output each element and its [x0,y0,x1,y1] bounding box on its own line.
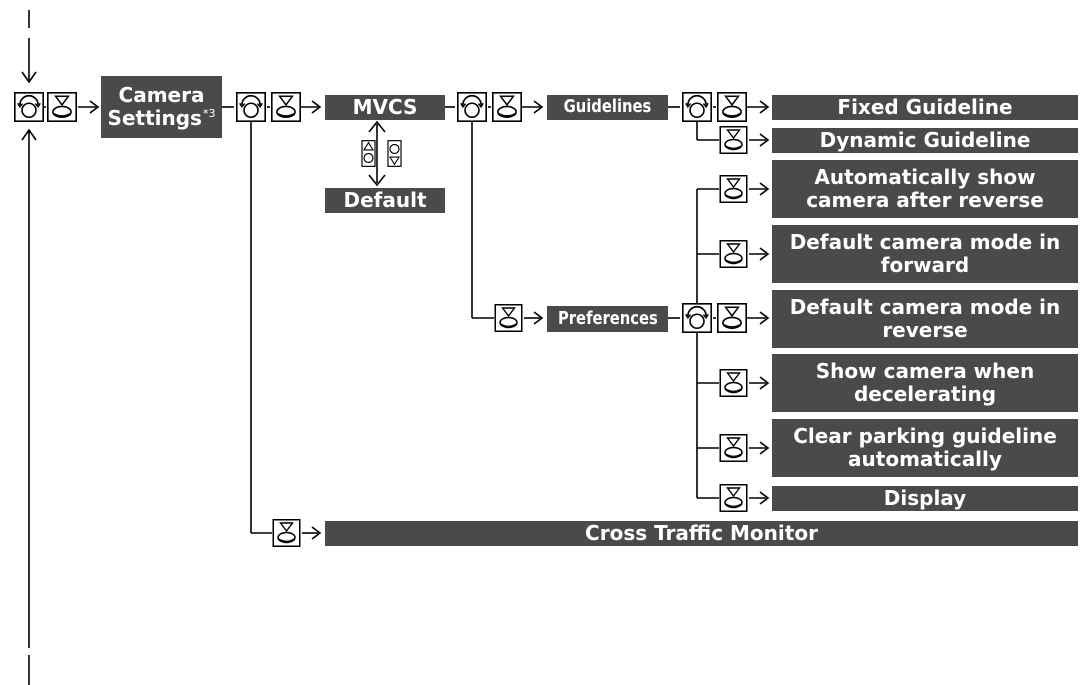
pref-auto-show-box: Automatically show camera after reverse [772,160,1078,218]
preferences-label: Preferences [557,307,658,329]
camera-settings-box: Camera Settings*3 [101,76,222,138]
press-knob-icon [717,303,747,333]
pref-decelerating-line2: decelerating [853,382,997,406]
press-knob-icon [719,175,748,203]
rotate-knob-icon [14,92,44,122]
press-knob-icon [719,369,748,397]
press-knob-icon [719,240,748,268]
footnote-marker: *3 [202,107,216,121]
press-knob-icon [719,484,748,512]
pref-default-reverse-line2: reverse [882,318,968,342]
pref-default-reverse-line1: Default camera mode in [789,295,1061,319]
press-knob-icon [717,92,747,122]
pref-default-forward-line2: forward [880,253,970,277]
pref-decelerating-box: Show camera when decelerating [772,354,1078,412]
mvcs-label: MVCS [352,95,418,119]
dynamic-guideline-box: Dynamic Guideline [772,128,1078,153]
camera-settings-label-line2: Settings [107,106,202,130]
rotate-knob-icon [457,92,487,122]
rotate-knob-icon [682,92,712,122]
fixed-guideline-box: Fixed Guideline [772,95,1078,120]
press-knob-icon [719,434,748,462]
press-knob-icon [272,519,301,547]
pref-auto-show-line2: camera after reverse [806,188,1044,212]
move-up-icon [361,140,376,167]
move-down-icon [387,140,402,167]
guidelines-box: Guidelines [547,95,668,120]
camera-settings-label-line1: Camera [118,83,205,107]
rotate-knob-icon [236,92,266,122]
pref-default-forward-box: Default camera mode in forward [772,225,1078,283]
press-knob-icon [47,92,77,122]
pref-display-box: Display [772,486,1078,511]
pref-clear-guideline-line2: automatically [848,447,1002,471]
pref-clear-guideline-line1: Clear parking guideline [793,424,1057,448]
cross-traffic-monitor-label: Cross Traffic Monitor [585,521,818,545]
pref-display-label: Display [883,486,967,510]
rotate-knob-icon [682,303,712,333]
default-box: Default [325,188,445,213]
pref-auto-show-line1: Automatically show [814,165,1036,189]
dynamic-guideline-label: Dynamic Guideline [819,128,1031,152]
default-label: Default [343,188,427,212]
press-knob-icon [271,92,301,122]
fixed-guideline-label: Fixed Guideline [837,95,1013,119]
pref-clear-guideline-box: Clear parking guideline automatically [772,419,1078,477]
cross-traffic-monitor-box: Cross Traffic Monitor [325,521,1078,546]
mvcs-box: MVCS [325,95,445,120]
pref-decelerating-line1: Show camera when [815,359,1035,383]
pref-default-reverse-box: Default camera mode in reverse [772,290,1078,348]
camera-settings-label-line2-wrap: Settings*3 [108,107,216,130]
press-knob-icon [492,92,522,122]
press-knob-icon [719,126,748,154]
press-knob-icon [494,304,523,332]
pref-default-forward-line1: Default camera mode in [789,230,1061,254]
connector-lines [21,10,770,685]
preferences-box: Preferences [547,306,668,332]
guidelines-label: Guidelines [563,96,652,118]
